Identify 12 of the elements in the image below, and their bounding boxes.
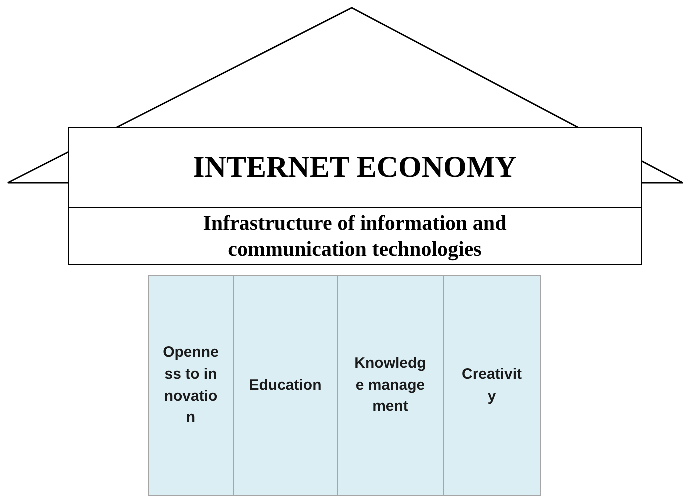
pillar-box xyxy=(443,275,541,496)
pillar-box xyxy=(337,275,444,496)
pillar-box xyxy=(233,275,338,496)
heading-text: INTERNET ECONOMY xyxy=(193,150,517,186)
pillar-label: Education xyxy=(249,376,322,396)
pillar-label: Knowledge management xyxy=(354,354,428,418)
heading-text: Infrastructure of information and communication technologies xyxy=(202,210,508,262)
pillar-label: Creativity xyxy=(460,364,524,406)
label-band xyxy=(68,127,642,208)
pillar-label: Openness to innovation xyxy=(163,343,219,428)
label-band xyxy=(68,207,642,265)
pillar-box xyxy=(148,275,234,496)
